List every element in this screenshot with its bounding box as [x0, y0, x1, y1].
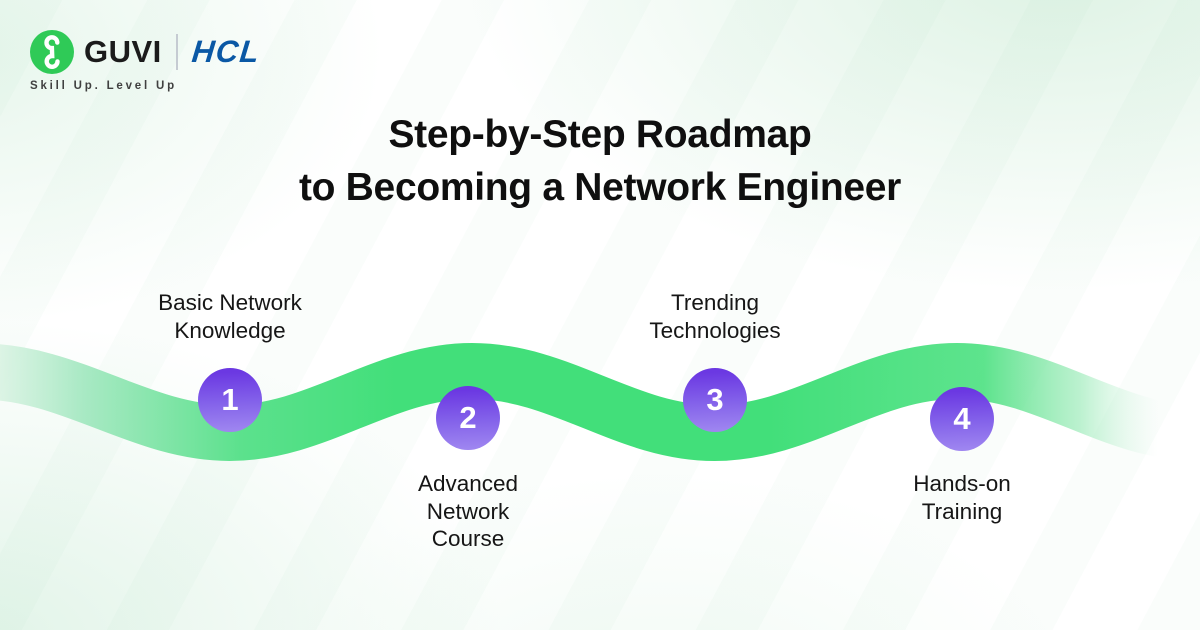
title-line-2: to Becoming a Network Engineer	[298, 166, 902, 209]
step-3-badge: 3	[683, 368, 747, 432]
step-4-label: Hands-on Training	[913, 471, 1011, 524]
step-4-badge: 4	[930, 387, 994, 451]
logo-divider	[175, 34, 178, 70]
hcl-wordmark: HCL	[190, 34, 262, 69]
guvi-wordmark: GUVI	[84, 34, 162, 69]
title-line-1: Step-by-Step Roadmap	[388, 113, 812, 156]
step-1-label: Basic Network Knowledge	[158, 290, 302, 343]
brand-tagline: Skill Up. Level Up	[30, 80, 177, 92]
brand-header: GUVI HCL Skill Up. Level Up	[30, 30, 262, 92]
step-2-badge: 2	[436, 386, 500, 450]
step-3-label: Trending Technologies	[649, 290, 781, 343]
step-1-badge: 1	[198, 368, 262, 432]
guvi-logo-icon	[30, 30, 74, 74]
page-title: Step-by-Step Roadmap to Becoming a Netwo…	[0, 108, 1200, 214]
step-2-label: Advanced Network Course	[417, 471, 519, 551]
